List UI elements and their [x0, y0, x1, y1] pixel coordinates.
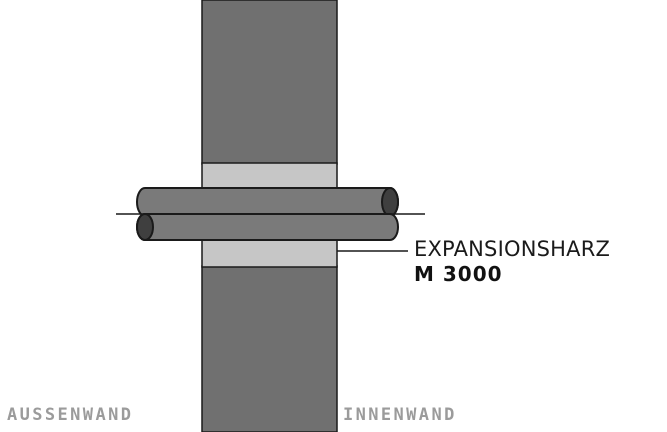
pipe-upper-end [381, 187, 399, 217]
callout: EXPANSIONSHARZ M 3000 [414, 236, 610, 286]
expansion-seal-lower [201, 239, 338, 268]
callout-material-label: EXPANSIONSHARZ [414, 237, 611, 261]
inner-wall-label: INNENWAND [343, 405, 457, 425]
pipe-lower [136, 213, 399, 241]
pipe-upper [136, 187, 399, 217]
pipe-lower-end [136, 213, 154, 241]
callout-product-code: M 3000 [414, 262, 503, 286]
wall-upper [201, 0, 338, 165]
wall-lower [201, 265, 338, 432]
outer-wall-label: AUSSENWAND [7, 405, 134, 425]
expansion-seal-upper [201, 162, 338, 190]
